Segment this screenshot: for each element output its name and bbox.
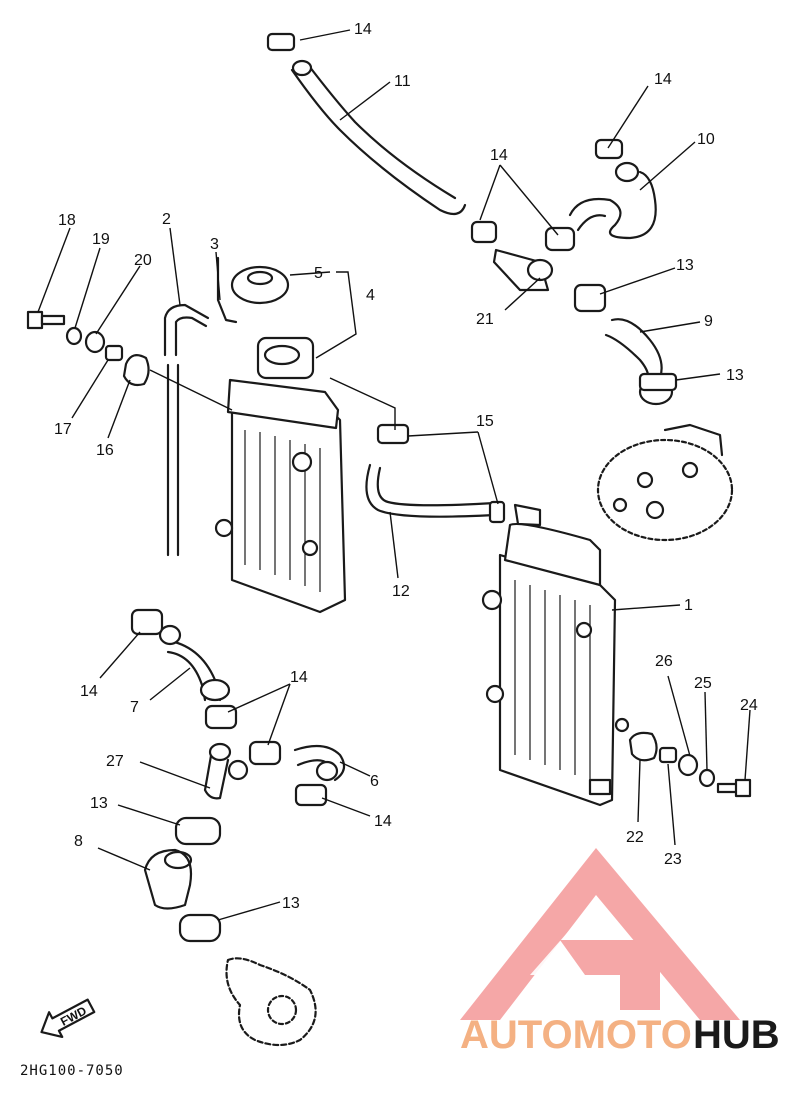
callout-18: 18 bbox=[58, 212, 76, 229]
watermark-text-part1: AUTOMOTO bbox=[460, 1013, 692, 1057]
callout-13: 13 bbox=[282, 895, 300, 912]
callout-1: 1 bbox=[684, 597, 693, 614]
callout-11: 11 bbox=[394, 73, 411, 90]
callout-13: 13 bbox=[676, 257, 694, 274]
callout-12: 12 bbox=[392, 583, 410, 600]
callout-6: 6 bbox=[370, 773, 379, 790]
callout-22: 22 bbox=[626, 829, 644, 846]
callout-21: 21 bbox=[476, 311, 494, 328]
callout-5: 5 bbox=[314, 265, 323, 282]
callout-14: 14 bbox=[354, 21, 372, 38]
callout-19: 19 bbox=[92, 231, 110, 248]
callout-4: 4 bbox=[366, 287, 375, 304]
joint-21 bbox=[470, 220, 576, 292]
automotohub-logo bbox=[460, 848, 740, 1020]
cylinder-head bbox=[596, 423, 734, 542]
callout-10: 10 bbox=[697, 131, 715, 148]
callout-13: 13 bbox=[726, 367, 744, 384]
lower-hose-7 bbox=[130, 608, 231, 702]
hose-9 bbox=[573, 283, 678, 406]
callout-8: 8 bbox=[74, 833, 83, 850]
callout-14: 14 bbox=[80, 683, 98, 700]
callout-25: 25 bbox=[694, 675, 712, 692]
callout-24: 24 bbox=[740, 697, 758, 714]
callout-labels: 14 11 14 10 14 18 2 19 3 20 13 5 4 21 9 … bbox=[54, 21, 758, 912]
callout-14: 14 bbox=[654, 71, 672, 88]
callout-15: 15 bbox=[476, 413, 494, 430]
elbow-8 bbox=[143, 816, 222, 943]
right-mount-hardware bbox=[628, 731, 752, 798]
callout-20: 20 bbox=[134, 252, 152, 269]
watermark-text-part2: HUB bbox=[693, 1013, 780, 1057]
callout-26: 26 bbox=[655, 653, 673, 670]
fwd-arrow: FWD bbox=[40, 998, 96, 1039]
left-radiator bbox=[214, 336, 347, 614]
callout-17: 17 bbox=[54, 421, 72, 438]
callout-14: 14 bbox=[290, 669, 308, 686]
callout-14: 14 bbox=[490, 147, 508, 164]
callout-16: 16 bbox=[96, 442, 114, 459]
upper-hose-11 bbox=[266, 32, 467, 216]
diagram-code: 2HG100-7050 bbox=[20, 1063, 124, 1079]
callout-7: 7 bbox=[130, 699, 139, 716]
callout-23: 23 bbox=[664, 851, 682, 868]
leader-lines bbox=[37, 29, 751, 921]
callout-13: 13 bbox=[90, 795, 108, 812]
water-pump bbox=[225, 957, 317, 1047]
callout-2: 2 bbox=[162, 211, 171, 228]
pipe-27 bbox=[203, 704, 282, 800]
hose-12 bbox=[365, 423, 542, 527]
upper-hose-10 bbox=[568, 138, 657, 240]
callout-3: 3 bbox=[210, 236, 219, 253]
callout-27: 27 bbox=[106, 753, 124, 770]
callout-9: 9 bbox=[704, 313, 713, 330]
callout-14: 14 bbox=[374, 813, 392, 830]
right-radiator bbox=[481, 522, 630, 807]
overflow-hose bbox=[163, 303, 210, 557]
logo-g-shape bbox=[560, 940, 660, 1010]
left-mount-hardware bbox=[26, 310, 150, 387]
radiator-cap bbox=[230, 265, 290, 305]
logo-triangle bbox=[460, 848, 740, 1020]
hose-6 bbox=[293, 744, 346, 807]
